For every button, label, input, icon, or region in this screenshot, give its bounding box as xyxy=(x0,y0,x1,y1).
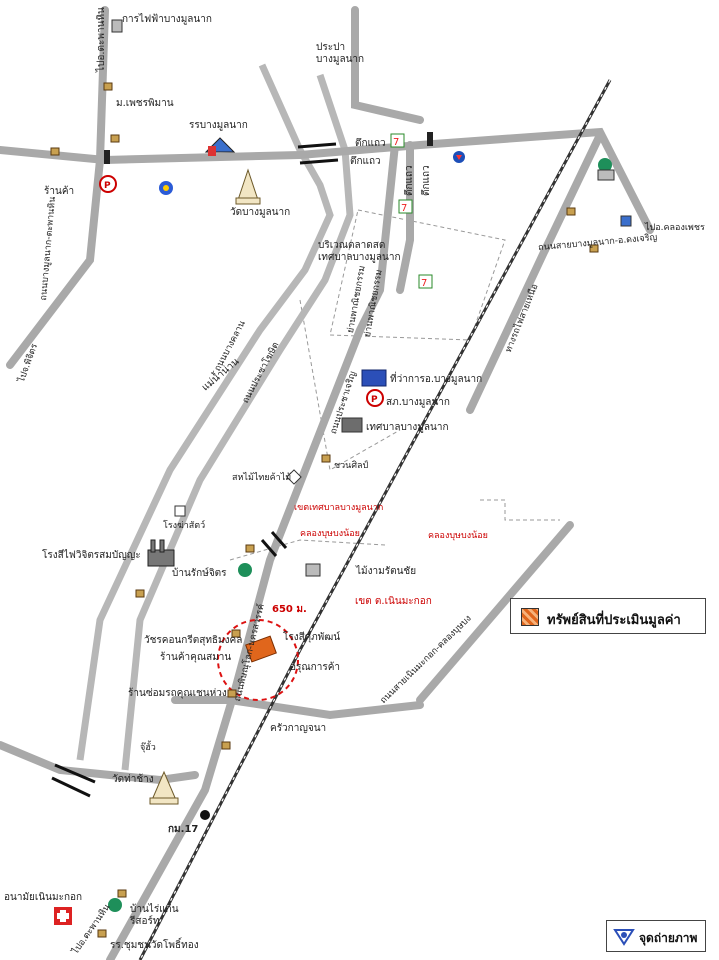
svg-text:7: 7 xyxy=(421,278,427,289)
label-market: บริเวณตลาดสด เทศบาลบางมูลนาก xyxy=(318,240,401,263)
label-arunkan: อรุณการค้า xyxy=(290,662,340,673)
label-shophouse-4: ตึกแถว xyxy=(421,165,432,196)
label-wat-thachang: วัดท่าช้าง xyxy=(112,774,154,785)
svg-text:P: P xyxy=(104,181,111,191)
label-shophouse-2: ตึกแถว xyxy=(350,156,381,167)
factory-icon xyxy=(147,539,175,567)
residence-building-icon xyxy=(111,19,632,577)
label-workshop: ร้านซ่อมรถคุณเชนห่วง xyxy=(128,688,227,699)
label-electric-office: การไฟฟ้าบางมูลนาก xyxy=(122,14,212,25)
svg-text:7: 7 xyxy=(393,137,399,148)
label-canal-2: คลองบุษบงน้อย xyxy=(428,531,488,541)
label-canal-1: คลองบุษบงน้อย xyxy=(300,529,360,539)
roads xyxy=(0,6,654,960)
house-icon xyxy=(50,82,599,938)
gas-station-icon xyxy=(159,151,465,195)
legend-label: ทรัพย์สินที่ประเมินมูลค่า xyxy=(547,613,681,628)
label-vet-shop: โรงฆ่าสัตว์ xyxy=(163,521,206,531)
label-wat-bangmunnak: วัดบางมูลนาก xyxy=(230,207,291,218)
label-shophouse-3: ตึกแถว xyxy=(404,165,415,196)
label-thai-wood: สหไม้ไทยค้าไม้ xyxy=(232,473,292,483)
radius-circle xyxy=(217,619,299,701)
label-power-plant: โรงสีไฟวิจิตรสมบัญญะ xyxy=(42,550,141,561)
label-ban-nern: บ้านไร่แก่น รีสอร์ท xyxy=(130,904,179,927)
label-kruea: ครัวกาญจนา xyxy=(270,723,327,734)
distance-label: 650 ม. xyxy=(272,604,307,615)
subject-property xyxy=(245,635,277,663)
legend-swatch xyxy=(521,608,539,626)
label-shophouse-1: ตึกแถว xyxy=(355,138,386,149)
label-sub-district: เขต ต.เนินมะกอก xyxy=(355,596,432,607)
label-rice-mill: บ้านรักษ์จิตร xyxy=(172,568,227,579)
bridge-icon xyxy=(51,142,339,798)
label-municipality: เทศบาลบางมูลนาก xyxy=(366,422,449,433)
svg-text:7: 7 xyxy=(401,203,407,214)
government-building-icon xyxy=(341,369,387,433)
legend: ทรัพย์สินที่ประเมินมูลค่า xyxy=(510,598,706,634)
traffic-light-icon xyxy=(104,132,433,164)
photo-point-legend: จุดถ่ายภาพ xyxy=(606,920,706,952)
hospital-icon xyxy=(54,907,72,925)
label-district-office: ที่ว่าการอ.บางมูลนาก xyxy=(390,374,483,385)
label-police: สภ.บางมูลนาก xyxy=(386,397,450,408)
label-to-thapkhlo: ไปอ.ตะพานหิน xyxy=(96,7,107,72)
label-chuan-house: ชวนศิลป์ xyxy=(334,461,369,471)
svg-text:P: P xyxy=(371,395,378,405)
police-icon: P P xyxy=(99,175,384,407)
label-shop-khun: ร้านค้าคุณสมาน xyxy=(160,652,232,663)
camera-point-icon xyxy=(613,929,635,946)
label-health-center: อนามัยเนินมะกอก xyxy=(4,892,83,903)
km-marker-dot xyxy=(200,810,210,820)
tree-icon xyxy=(108,158,612,912)
label-phetcharat: ม.เพชรพิมาน xyxy=(116,98,174,109)
label-wood-shop: ไม้งามรัตนชัย xyxy=(356,566,417,577)
label-wat-sanam: วัชรคอนกรีตสุทธิมงคล xyxy=(144,635,243,646)
label-chokdee: โรงสีศุภพัฒน์ xyxy=(283,632,341,643)
label-municipal-border: เขตเทศบาลบางมูลนาก xyxy=(294,503,384,513)
label-shop-nw: ร้านค้า xyxy=(44,186,75,197)
railway xyxy=(138,79,612,960)
temple-icon xyxy=(149,168,261,805)
km-marker-label: กม.17 xyxy=(168,824,199,835)
label-school-south: รร.ชุมชนวัดโพธิ์ทอง xyxy=(110,940,199,951)
label-house-south: จุ๊ฮั้ว xyxy=(140,743,156,753)
school-icon xyxy=(204,137,236,156)
convenience-store-icon: 7 7 7 xyxy=(390,133,433,289)
label-water-works: ประปา บางมูลนาก xyxy=(316,42,365,65)
label-bangmunnak-school: รรบางมูลนาก xyxy=(189,120,248,131)
label-to-khlong: ไปอ.คลองเพชร xyxy=(645,223,705,233)
photo-point-label: จุดถ่ายภาพ xyxy=(639,931,698,945)
square-marker-icon xyxy=(174,469,302,517)
